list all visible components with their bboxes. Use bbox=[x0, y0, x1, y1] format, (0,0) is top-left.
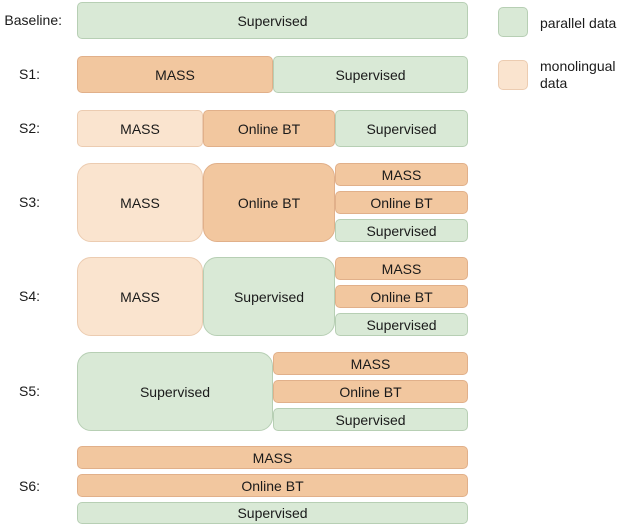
s6-online-bt-block: Online BT bbox=[77, 474, 468, 497]
s3-sub-supervised-block: Supervised bbox=[335, 219, 468, 242]
s3-sub-online-bt-block: Online BT bbox=[335, 191, 468, 214]
s4-mass-block: MASS bbox=[77, 257, 203, 336]
s4-sub-online-bt-block: Online BT bbox=[335, 285, 468, 308]
row-label-s5: S5: bbox=[18, 383, 40, 399]
legend-parallel-label: parallel data bbox=[540, 15, 617, 31]
legend-parallel-swatch bbox=[498, 7, 528, 37]
row-label-s1: S1: bbox=[18, 66, 40, 82]
s1-mass-block: MASS bbox=[77, 56, 273, 93]
s3-online-bt-block: Online BT bbox=[203, 163, 335, 242]
baseline-supervised-block: Supervised bbox=[77, 2, 468, 39]
row-label-s4: S4: bbox=[18, 288, 40, 304]
s3-sub-mass-block: MASS bbox=[335, 163, 468, 186]
row-label-baseline: Baseline: bbox=[4, 12, 62, 28]
s5-sub-online-bt-block: Online BT bbox=[273, 380, 468, 403]
s4-sub-mass-block: MASS bbox=[335, 257, 468, 280]
s2-online-bt-block: Online BT bbox=[203, 110, 335, 147]
legend-monolingual-label: monolingual data bbox=[540, 58, 616, 91]
s5-sub-mass-block: MASS bbox=[273, 352, 468, 375]
s4-sub-supervised-block: Supervised bbox=[335, 313, 468, 336]
s1-supervised-block: Supervised bbox=[273, 56, 468, 93]
s6-supervised-block: Supervised bbox=[77, 502, 468, 524]
s2-supervised-block: Supervised bbox=[335, 110, 468, 147]
s2-mass-block: MASS bbox=[77, 110, 203, 147]
row-label-s2: S2: bbox=[18, 120, 40, 136]
row-label-s6: S6: bbox=[18, 478, 40, 494]
legend-monolingual-swatch bbox=[498, 60, 528, 90]
s3-mass-block: MASS bbox=[77, 163, 203, 242]
s5-supervised-block: Supervised bbox=[77, 352, 273, 431]
row-label-s3: S3: bbox=[18, 194, 40, 210]
s5-sub-supervised-block: Supervised bbox=[273, 408, 468, 431]
s4-supervised-block: Supervised bbox=[203, 257, 335, 336]
s6-mass-block: MASS bbox=[77, 446, 468, 469]
